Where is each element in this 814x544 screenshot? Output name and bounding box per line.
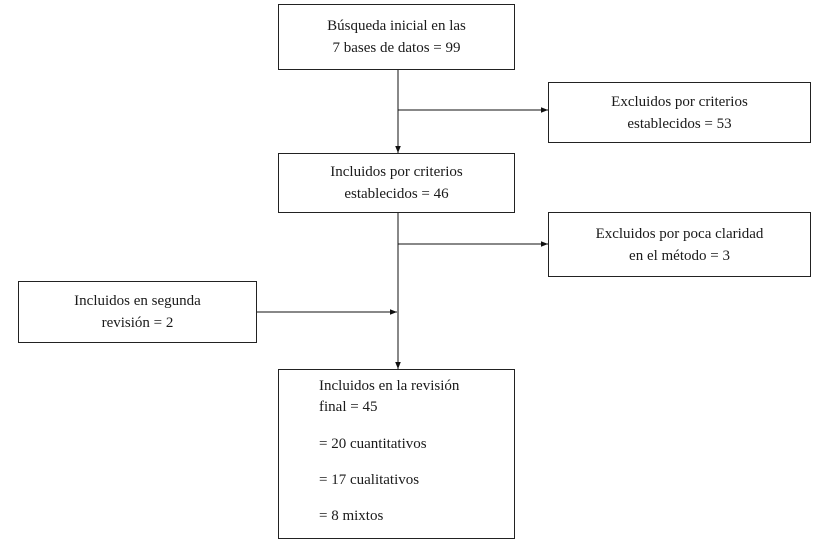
excluded-method-line2: en el método = 3 [629, 247, 730, 264]
final-review-box: Incluidos en la revisión final = 45 = 20… [278, 369, 515, 539]
initial-search-line1: Búsqueda inicial en las [327, 18, 466, 34]
excluded-criteria-line2: establecidos = 53 [627, 115, 732, 132]
included-criteria-line2: establecidos = 46 [344, 186, 449, 202]
initial-search-line2: 7 bases de datos = 99 [332, 40, 461, 56]
initial-search-box: Búsqueda inicial en las 7 bases de datos… [278, 4, 515, 70]
final-item-mixed: = 8 mixtos [319, 508, 384, 524]
excluded-method-box: Excluidos por poca claridad en el método… [548, 212, 811, 277]
included-criteria-line1: Incluidos por criterios [330, 164, 463, 180]
second-review-box: Incluidos en segunda revisión = 2 [18, 281, 257, 343]
second-review-line1: Incluidos en segunda [74, 293, 201, 309]
excluded-criteria-box: Excluidos por criterios establecidos = 5… [548, 82, 811, 143]
included-criteria-box: Incluidos por criterios establecidos = 4… [278, 153, 515, 213]
second-review-line2: revisión = 2 [101, 315, 174, 331]
final-review-line2: final = 45 [319, 399, 378, 415]
final-item-qualitative: = 17 cualitativos [319, 472, 420, 488]
final-review-line1: Incluidos en la revisión [319, 378, 460, 394]
final-item-quantitative: = 20 cuantitativos [319, 436, 427, 452]
excluded-criteria-line1: Excluidos por criterios [611, 93, 748, 110]
excluded-method-line1: Excluidos por poca claridad [595, 225, 764, 242]
